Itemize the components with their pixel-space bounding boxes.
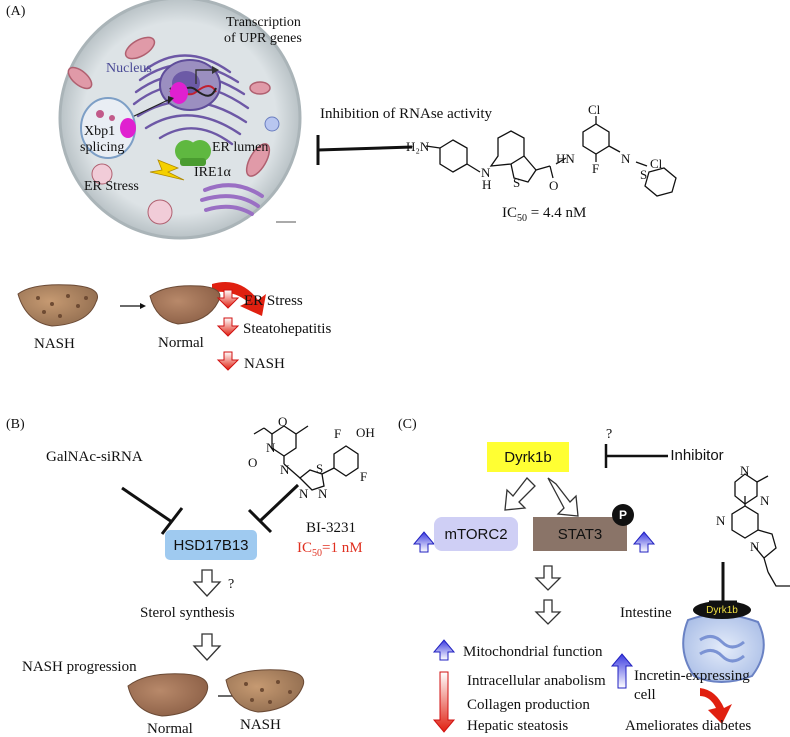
atom-b-nn2: N — [318, 486, 328, 501]
incretin-label: Incretin-expressing — [634, 668, 750, 684]
normal-label-b: Normal — [147, 721, 193, 737]
atom-o-carbonyl: O — [549, 178, 559, 193]
atom-b-s: S — [316, 461, 324, 476]
atom-cl-1: Cl — [588, 102, 601, 117]
intestine-inhibition — [709, 562, 737, 604]
hsd17b13-box: HSD17B13 — [165, 530, 257, 560]
dyrk1b-label: Dyrk1b — [504, 448, 552, 466]
splicing-label: splicing — [80, 140, 125, 155]
normal-label-a: Normal — [158, 335, 204, 351]
er-cell-illustration — [58, 0, 302, 240]
dyrk1b-inhibitor-structure — [731, 473, 790, 587]
mtorc2-box: mTORC2 — [434, 517, 518, 551]
nash-liver-b — [225, 669, 305, 713]
phospho-label: P — [618, 508, 627, 522]
atom-n-sulfonamide: N — [621, 151, 631, 166]
mtorc2-label: mTORC2 — [444, 525, 508, 543]
atom-s-sulfonyl: S — [640, 167, 648, 182]
intestine-dyrk1b-badge: Dyrk1b — [693, 601, 751, 619]
atom-b-o1: O — [278, 414, 288, 429]
atom-f: F — [592, 161, 600, 176]
nash-label-b: NASH — [240, 717, 281, 733]
atom-b-f1: F — [334, 426, 342, 441]
panel-c-label: (C) — [398, 417, 417, 432]
panel-a-label: (A) — [6, 4, 26, 19]
atom-s-thiophene: S — [513, 175, 521, 190]
atom-b-n1: N — [266, 440, 276, 455]
inhibitor-bar-c — [604, 444, 668, 468]
phospho-badge: P — [612, 504, 634, 526]
upr-genes-label: of UPR genes — [224, 31, 302, 46]
atom-cl-2: Cl — [650, 156, 663, 171]
atom-b-f2: F — [360, 469, 368, 484]
outcome-er-stress: ER Stress — [244, 293, 303, 309]
ire1a-label: IRE1α — [194, 165, 231, 180]
atom-h2n: H₂N — [406, 139, 430, 154]
atom-b-o2: O — [248, 455, 258, 470]
er-lumen-label: ER lumen — [212, 140, 269, 155]
blue-up-arrows — [412, 531, 656, 689]
panel-b-label: (B) — [6, 417, 25, 432]
ire1-inhibitor-structure — [425, 116, 677, 197]
galnac-inhibition — [121, 486, 184, 535]
inhibitor-label: Inhibitor — [670, 446, 724, 464]
effect-mitochondrial: Mitochondrial function — [463, 644, 603, 660]
down-arrows-a — [216, 289, 240, 371]
hsd17b13-label: HSD17B13 — [173, 536, 249, 554]
effect-steatosis: Hepatic steatosis — [467, 718, 569, 734]
nash-liver-a — [17, 284, 98, 327]
red-down-arrow-c — [432, 671, 456, 733]
atom-b-n2: N — [280, 462, 290, 477]
inhibition-rnase-label: Inhibition of RNAse activity — [320, 106, 493, 122]
atom-c-n4: N — [750, 539, 760, 554]
atom-n-amine: N — [481, 165, 491, 180]
white-arrows-b — [192, 569, 222, 661]
red-curved-arrow-c — [700, 688, 732, 724]
atom-hn: HN — [556, 151, 575, 166]
atom-b-nn1: N — [299, 486, 309, 501]
normal-liver-a — [149, 285, 221, 325]
atom-b-oh: OH — [356, 425, 375, 440]
outcome-steatohepatitis: Steatohepatitis — [243, 321, 332, 337]
intestine-label: Intestine — [620, 605, 672, 621]
nucleus-label: Nucleus — [106, 61, 152, 76]
inhibition-arrow-a — [316, 135, 413, 165]
bi3231-label: BI-3231 — [306, 520, 356, 536]
nash-progression-label: NASH progression — [22, 659, 137, 675]
ic50-a-label: IC50 = 4.4 nM — [502, 205, 587, 224]
inhibitor-label-box: Inhibitor — [665, 444, 729, 466]
xbp1-label: Xbp1 — [84, 124, 116, 139]
atom-h-amine: H — [482, 177, 492, 192]
galnac-label: GalNAc-siRNA — [46, 449, 143, 465]
bi3231-structure — [253, 425, 359, 491]
effect-collagen: Collagen production — [467, 697, 590, 713]
ameliorates-label: Ameliorates diabetes — [625, 718, 752, 734]
dyrk1b-box: Dyrk1b — [487, 442, 569, 472]
intestine-dyrk1b-label: Dyrk1b — [706, 604, 738, 616]
normal-liver-b — [127, 673, 209, 717]
nash-label-a: NASH — [34, 336, 75, 352]
ic50-b-label: IC50=1 nM — [297, 540, 363, 559]
stat3-box: STAT3 — [533, 517, 627, 551]
cell-label: cell — [634, 687, 656, 703]
bi3231-inhibition — [247, 483, 300, 534]
outcome-nash: NASH — [244, 356, 285, 372]
atom-c-n2: N — [740, 463, 750, 478]
question-b: ? — [228, 577, 235, 592]
atom-c-n3: N — [716, 513, 726, 528]
stat3-label: STAT3 — [557, 525, 603, 543]
er-stress-cell-label: ER Stress — [84, 179, 139, 194]
effect-anabolism: Intracellular anabolism — [467, 673, 606, 689]
question-c: ? — [606, 427, 613, 442]
atom-c-n1: N — [760, 493, 770, 508]
hollow-arrows-c — [504, 477, 579, 625]
transcription-label: Transcription — [226, 15, 301, 30]
sterol-label: Sterol synthesis — [140, 605, 235, 621]
